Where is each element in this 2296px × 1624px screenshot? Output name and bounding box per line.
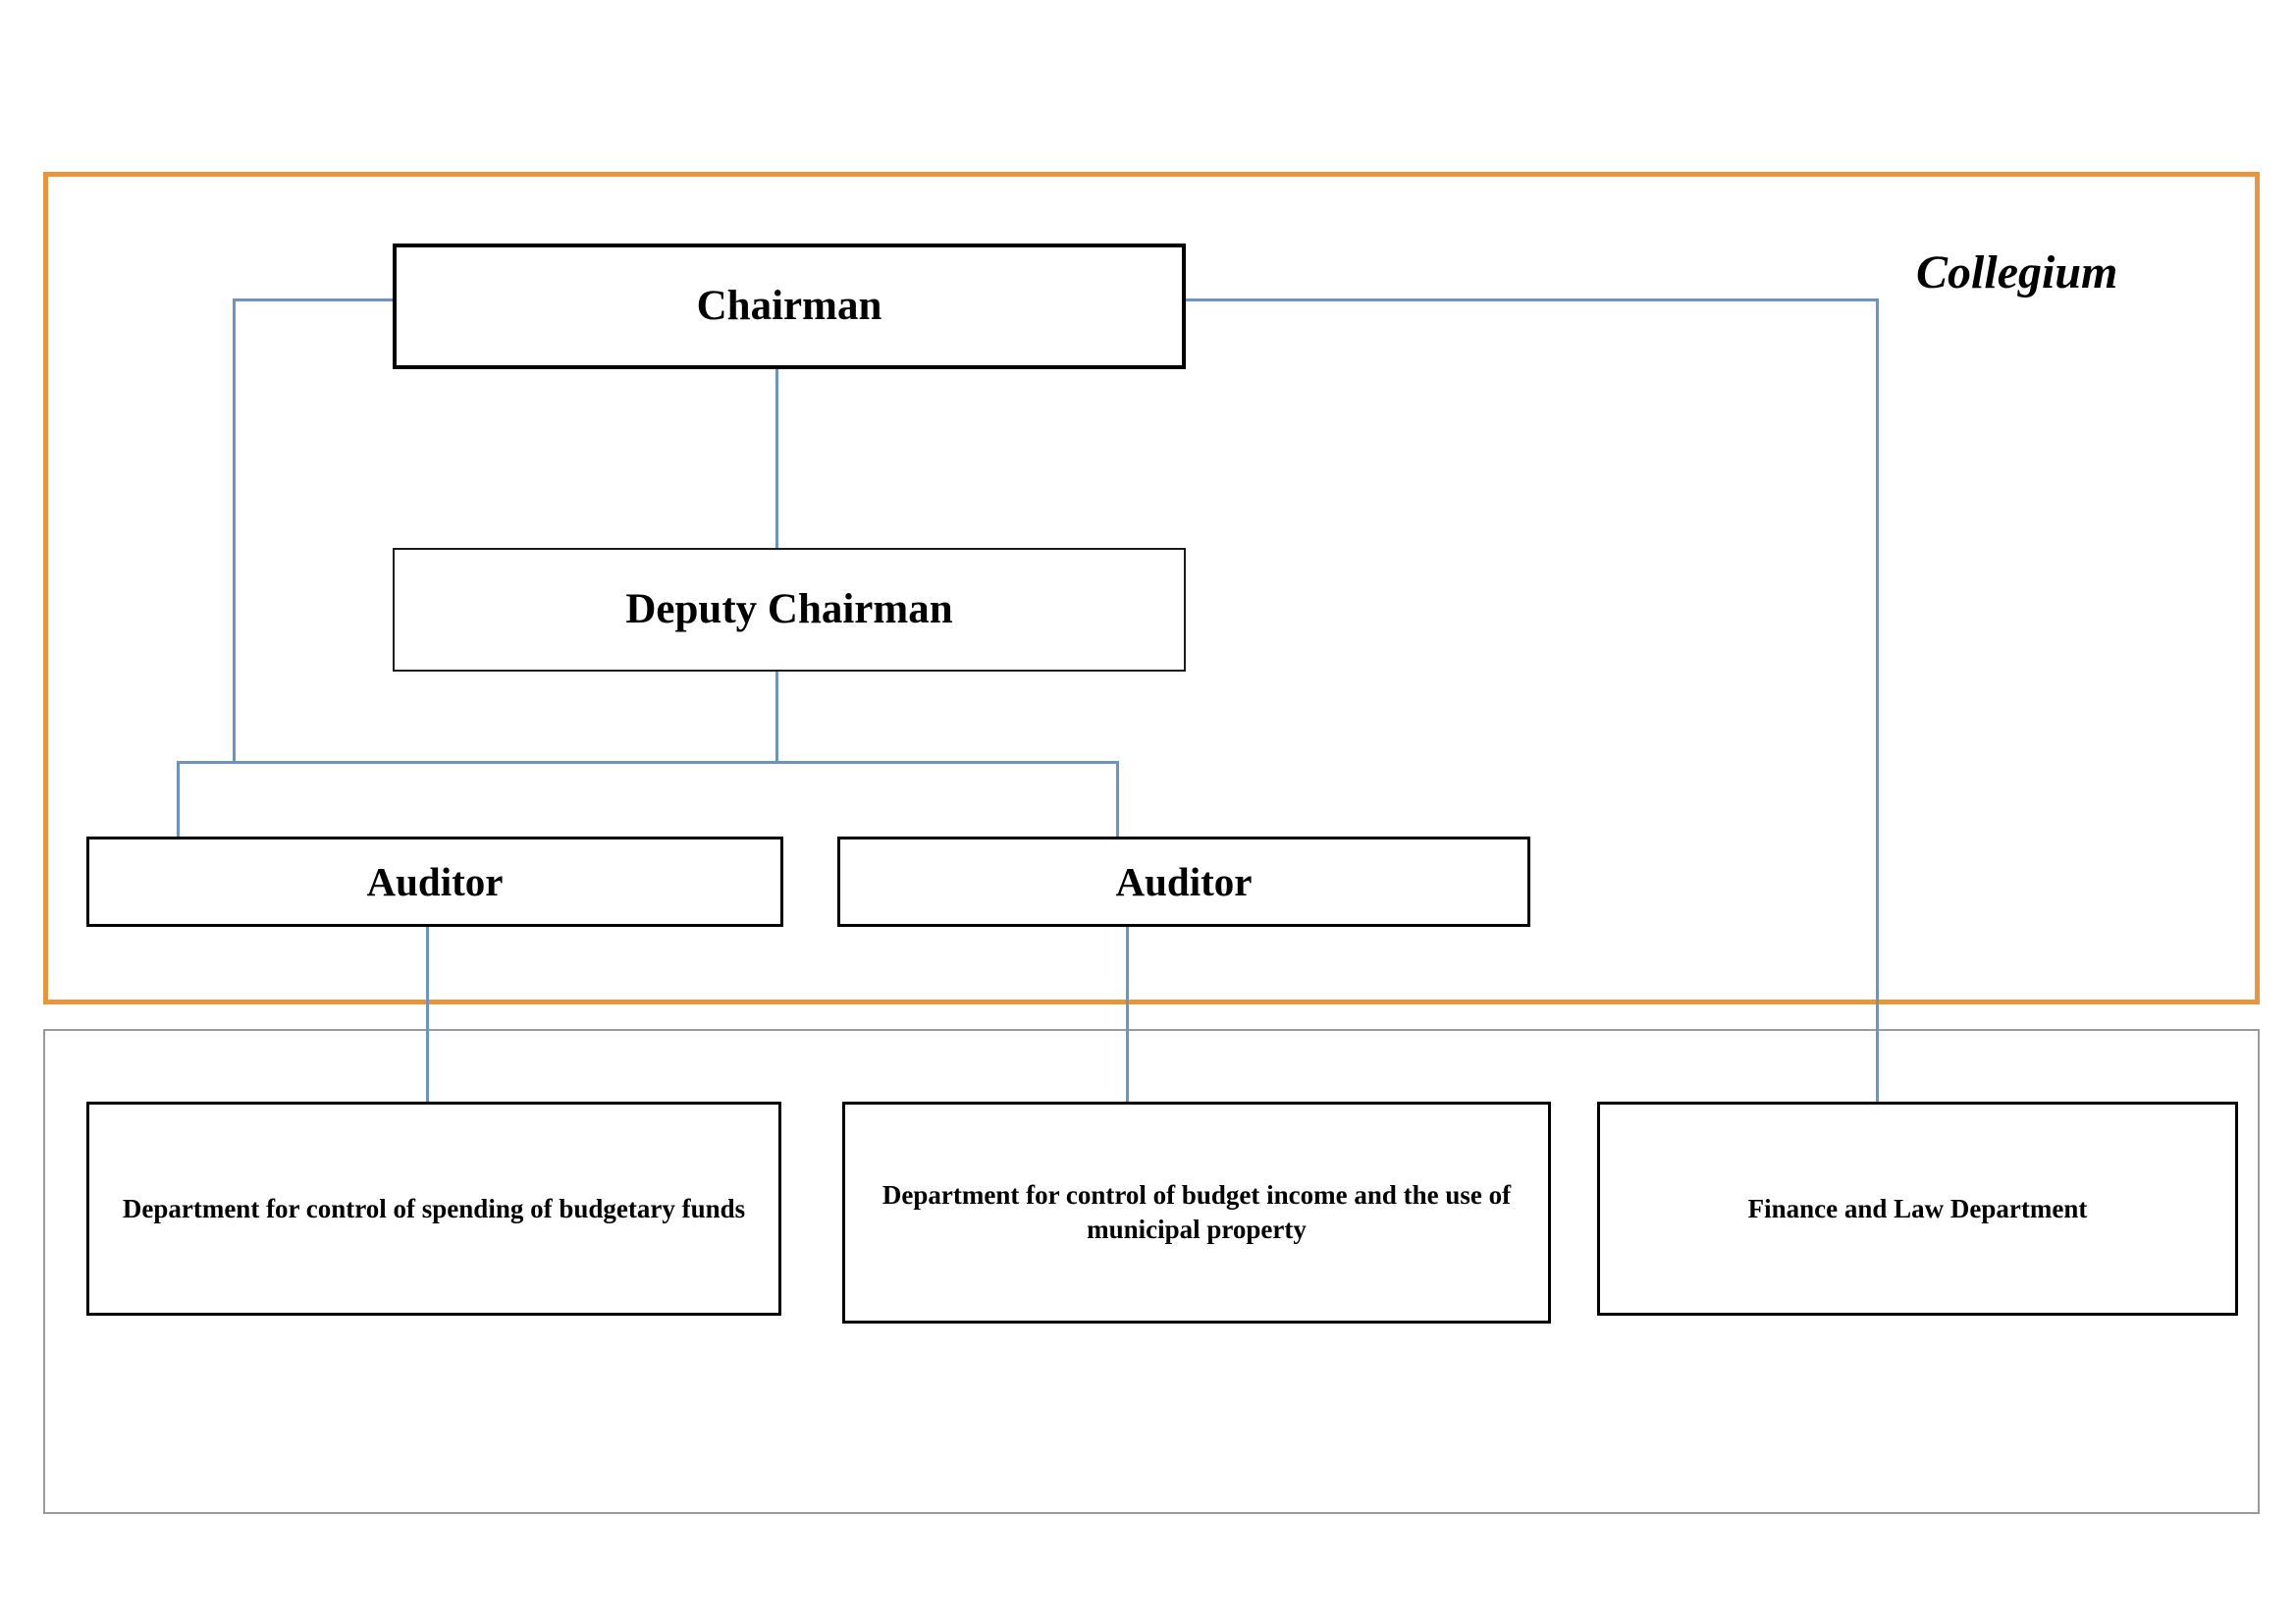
connector-chairman-to-right-spine	[1184, 298, 1879, 301]
connector-bus-to-auditor-1	[177, 761, 180, 839]
node-auditor-2-label: Auditor	[1115, 858, 1253, 904]
connector-auditor-2-to-department-2	[1126, 925, 1129, 1104]
node-deputy-chairman-label: Deputy Chairman	[625, 586, 953, 633]
node-department-finance-and-law-label: Finance and Law Department	[1747, 1193, 2088, 1223]
connector-auditor-bus	[177, 761, 1119, 764]
node-auditor-1[interactable]: Auditor	[86, 837, 783, 927]
connector-chairman-to-left-spine	[233, 298, 395, 301]
connector-auditor-1-to-department-1	[426, 925, 429, 1104]
connector-right-spine-to-finance-law	[1876, 298, 1879, 1104]
collegium-group-caption: Collegium	[1916, 246, 2118, 298]
collegium-group-frame	[43, 172, 2260, 1004]
connector-left-spine-vertical	[233, 298, 236, 763]
node-auditor-2[interactable]: Auditor	[837, 837, 1530, 927]
node-department-finance-and-law[interactable]: Finance and Law Department	[1597, 1102, 2238, 1316]
departments-group-frame	[43, 1029, 2260, 1514]
connector-chairman-to-deputy	[775, 367, 778, 550]
node-department-budget-income-control[interactable]: Department for control of budget income …	[842, 1102, 1551, 1324]
connector-deputy-to-auditor-bus	[775, 670, 778, 763]
node-department-spending-control-label: Department for control of spending of bu…	[122, 1193, 746, 1223]
node-department-spending-control[interactable]: Department for control of spending of bu…	[86, 1102, 781, 1316]
node-department-budget-income-control-label: Department for control of budget income …	[881, 1180, 1512, 1244]
node-auditor-1-label: Auditor	[366, 858, 504, 904]
connector-bus-to-auditor-2	[1116, 761, 1119, 839]
node-deputy-chairman[interactable]: Deputy Chairman	[393, 548, 1186, 672]
node-chairman-label: Chairman	[696, 283, 882, 330]
node-chairman[interactable]: Chairman	[393, 244, 1186, 369]
